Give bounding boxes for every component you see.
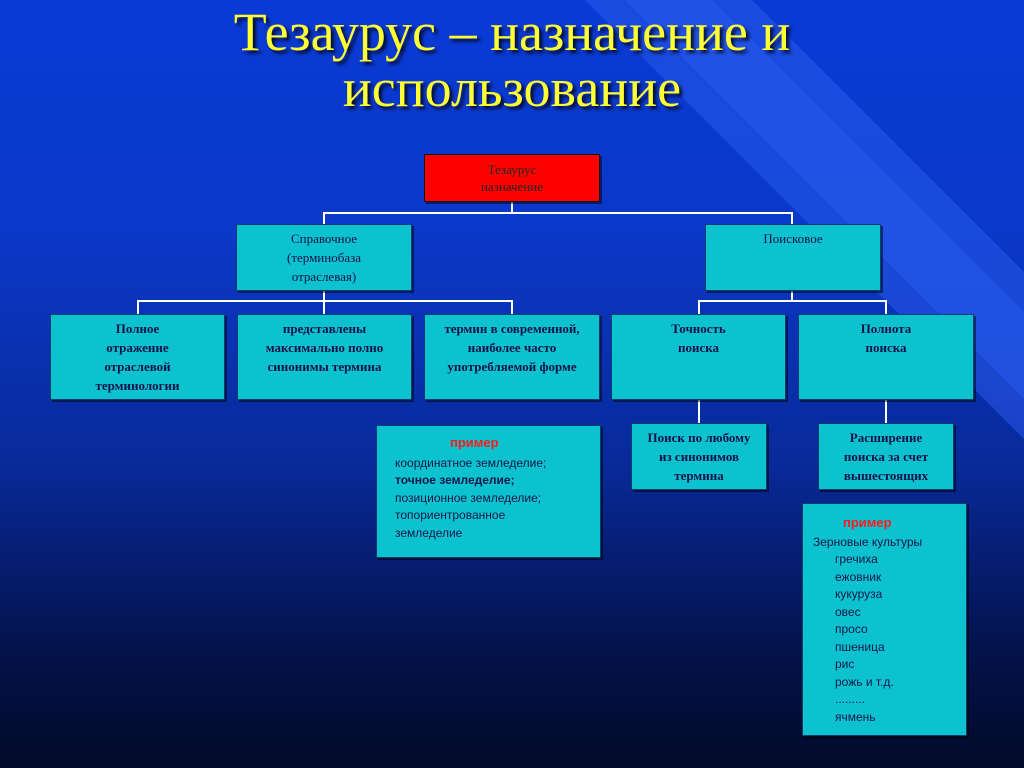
- example-item: пшеница: [835, 639, 885, 654]
- example-heading: пример: [843, 515, 892, 530]
- ref-child-full-line-1: Полное: [115, 321, 160, 336]
- reference-node-line-2: (терминобаза: [286, 250, 361, 265]
- example-item: координатное земледелие;: [395, 455, 547, 470]
- accuracy-detail-line-1: Поиск по любому: [647, 430, 751, 445]
- root-node: Тезаурус назначение: [424, 154, 600, 202]
- connector-line: [698, 400, 700, 423]
- ref-child-modern-term-line-3: употребляемой форме: [447, 359, 577, 374]
- connector-line: [698, 300, 887, 302]
- ref-child-synonyms-line-2: максимально полно: [265, 340, 384, 355]
- connector-line: [791, 212, 793, 224]
- ref-child-full-line-4: терминологии: [95, 378, 180, 393]
- example-box-farming: пример координатное земледелие; точное з…: [376, 425, 601, 558]
- ref-child-modern-term-line-1: термин в современной,: [444, 321, 580, 336]
- search-node-line-1: Поисковое: [763, 231, 823, 246]
- completeness-detail: Расширение поиска за счет вышестоящих: [818, 423, 954, 490]
- example-item: рожь и т.д.: [835, 674, 894, 689]
- example-box-grains: пример Зерновые культуры гречиха ежовник…: [802, 503, 967, 736]
- connector-line: [511, 300, 513, 314]
- reference-node-line-3: отраслевая): [291, 269, 357, 284]
- reference-node: Справочное (терминобаза отраслевая): [236, 224, 412, 291]
- ref-child-modern-term-line-2: наиболее часто: [467, 340, 557, 355]
- search-child-completeness: Полнота поиска: [798, 314, 974, 400]
- completeness-detail-line-3: вышестоящих: [843, 468, 929, 483]
- search-child-completeness-line-1: Полнота: [860, 321, 912, 336]
- example-item: ячмень: [835, 709, 876, 724]
- example-item: овес: [835, 604, 861, 619]
- slide-title-line-2: использование: [342, 58, 682, 118]
- connector-line: [323, 300, 325, 314]
- reference-node-line-1: Справочное: [290, 231, 358, 246]
- example-item: земледелие: [395, 525, 463, 540]
- search-child-completeness-line-2: поиска: [865, 340, 907, 355]
- accuracy-detail-line-2: из синонимов: [658, 449, 740, 464]
- connector-line: [511, 202, 513, 214]
- slide-title: Тезаурус – назначение и использование: [0, 4, 1024, 116]
- example-item: просо: [835, 622, 868, 636]
- accuracy-detail-line-3: термина: [674, 468, 724, 483]
- accuracy-detail: Поиск по любому из синонимов термина: [631, 423, 767, 490]
- completeness-detail-line-1: Расширение: [849, 430, 923, 445]
- ref-child-synonyms-line-1: представлены: [282, 321, 367, 336]
- example-sublist: гречиха ежовник кукуруза овес просо пшен…: [813, 551, 966, 726]
- example-item: .........: [835, 692, 866, 706]
- example-root-item: Зерновые культуры: [813, 534, 923, 549]
- connector-line: [323, 212, 793, 214]
- example-heading: пример: [450, 435, 499, 450]
- ref-child-modern-term: термин в современной, наиболее часто упо…: [424, 314, 600, 400]
- completeness-detail-line-2: поиска за счет: [843, 449, 929, 464]
- example-item: топориентрованное: [395, 508, 506, 522]
- root-node-line-2: назначение: [480, 179, 544, 194]
- ref-child-synonyms: представлены максимально полно синонимы …: [237, 314, 412, 400]
- root-node-line-1: Тезаурус: [487, 162, 537, 177]
- search-node: Поисковое: [705, 224, 881, 291]
- ref-child-full-line-2: отражение: [106, 340, 169, 355]
- example-item: позиционное земледелие;: [395, 490, 542, 505]
- search-child-accuracy: Точность поиска: [611, 314, 786, 400]
- connector-line: [791, 291, 793, 301]
- example-item: кукуруза: [835, 587, 883, 601]
- ref-child-full-line-3: отраслевой: [104, 359, 171, 374]
- connector-line: [885, 300, 887, 314]
- connector-line: [323, 291, 325, 301]
- connector-line: [323, 212, 325, 224]
- example-item: рис: [835, 657, 855, 671]
- connector-line: [137, 300, 513, 302]
- ref-child-synonyms-line-3: синонимы термина: [267, 359, 382, 374]
- slide-title-line-1: Тезаурус – назначение и: [233, 2, 791, 62]
- example-item: ежовник: [835, 569, 882, 584]
- example-item: гречиха: [835, 552, 878, 566]
- connector-line: [885, 400, 887, 423]
- ref-child-full: Полное отражение отраслевой терминологии: [50, 314, 225, 400]
- example-item: точное земледелие;: [395, 473, 515, 487]
- search-child-accuracy-line-2: поиска: [677, 340, 720, 355]
- connector-line: [137, 300, 139, 314]
- search-child-accuracy-line-1: Точность: [671, 321, 726, 336]
- connector-line: [698, 300, 700, 314]
